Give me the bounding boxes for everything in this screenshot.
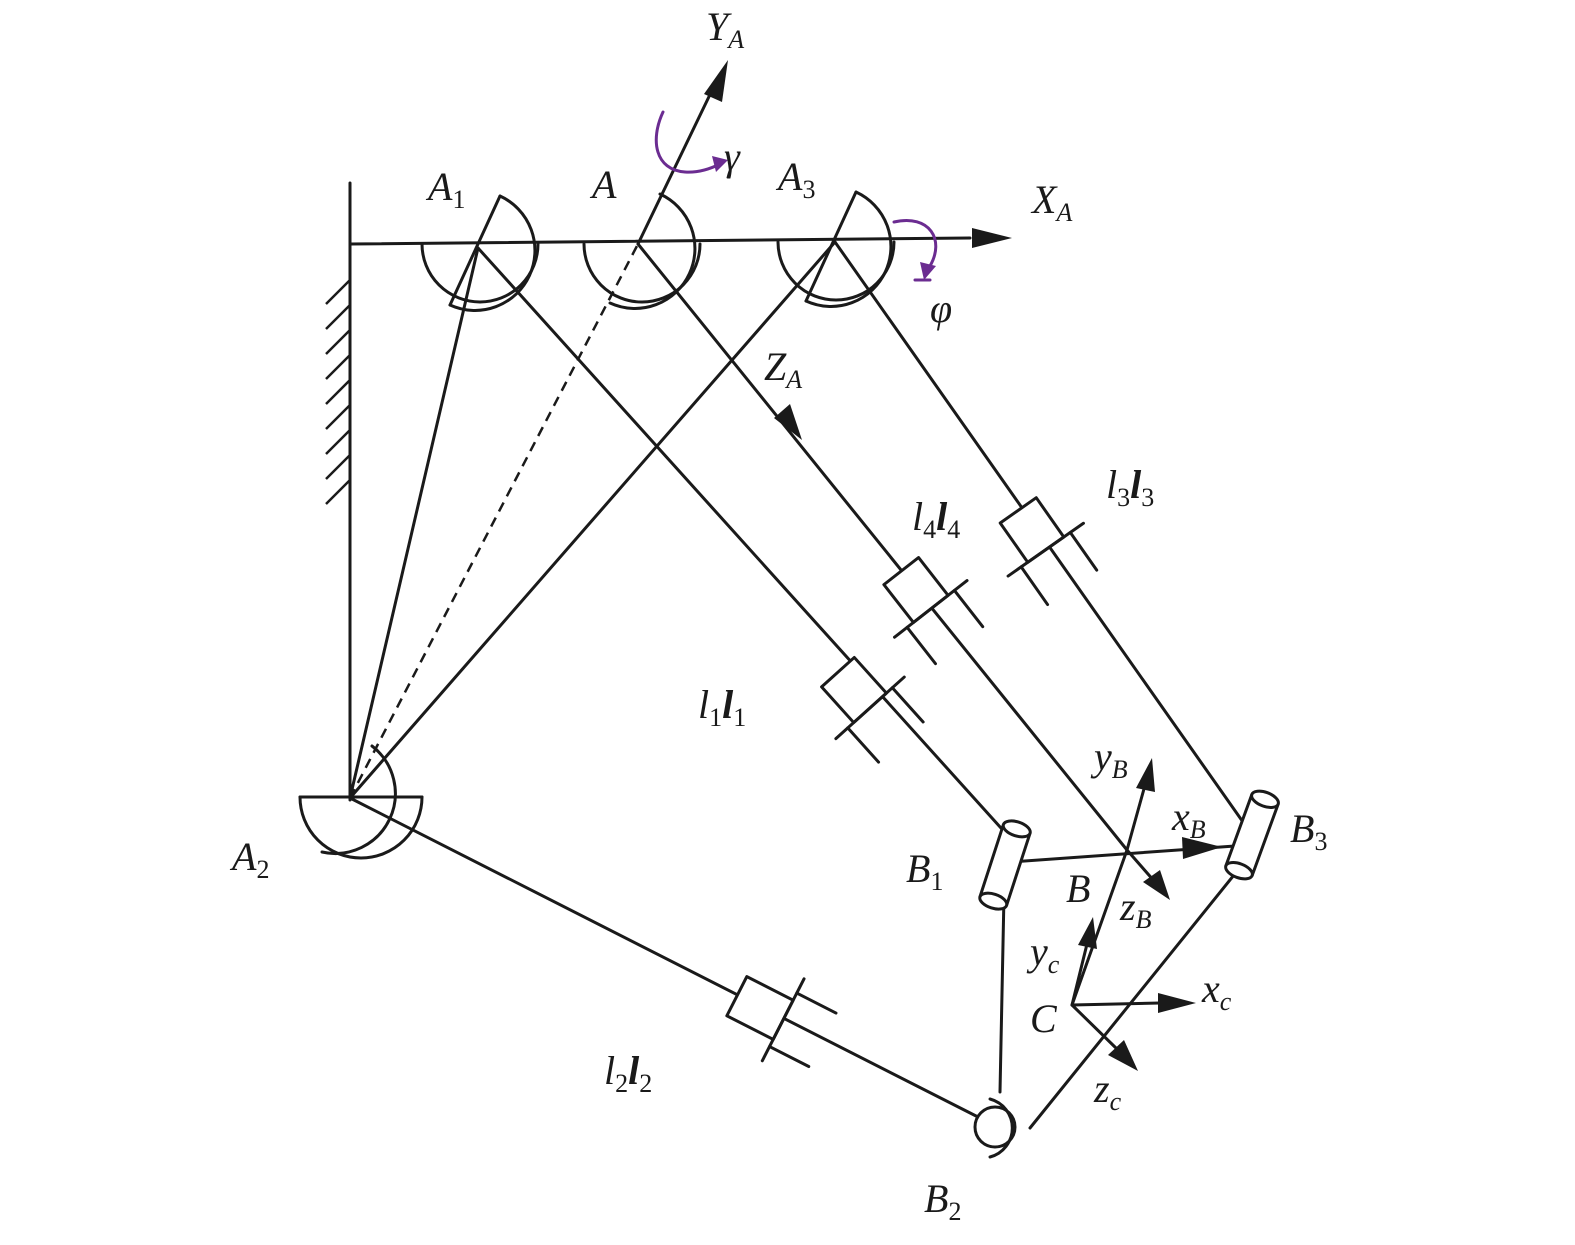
spherical-joint-A — [582, 192, 702, 310]
label-yB: yB — [1090, 734, 1128, 784]
actuator-leg-1 — [820, 655, 925, 764]
label-l2: l2l2 — [604, 1048, 652, 1098]
joint-B1 — [978, 819, 1032, 911]
label-A3: A3 — [775, 154, 815, 204]
actuator-leg-2 — [725, 975, 838, 1069]
label-ZA: ZA — [764, 344, 802, 394]
label-YA: YA — [706, 4, 744, 54]
wall-hatching — [325, 279, 351, 505]
labels: YA XA ZA γ φ A1 A A3 A2 l4l4 l3l3 l1l1 l… — [229, 4, 1327, 1226]
XA-axis — [972, 228, 1012, 248]
joint-B3 — [1224, 789, 1280, 881]
label-yc: yc — [1026, 929, 1060, 979]
joint-B2 — [973, 1097, 1017, 1159]
A2-A-dashed-line — [348, 243, 640, 799]
C-frame — [1070, 917, 1196, 1071]
label-B3: B3 — [1290, 806, 1327, 856]
label-xc: xc — [1201, 966, 1232, 1016]
label-B: B — [1066, 866, 1090, 911]
label-A1: A1 — [425, 164, 465, 214]
actuator-leg-3 — [998, 496, 1099, 607]
actuator-leg-4 — [882, 556, 985, 666]
label-phi: φ — [930, 286, 952, 331]
B-frame — [1070, 758, 1222, 1007]
label-A: A — [589, 162, 617, 207]
ZA-axis — [774, 404, 802, 440]
spherical-joint-A1 — [420, 194, 540, 312]
spherical-joint-A3 — [776, 190, 896, 308]
label-A2: A2 — [229, 834, 269, 884]
label-l1: l1l1 — [698, 682, 746, 732]
label-XA: XA — [1030, 177, 1072, 227]
gamma-rotation-arrow — [654, 110, 728, 174]
label-B2: B2 — [924, 1176, 961, 1226]
label-zB: zB — [1119, 884, 1152, 934]
spherical-joint-A2 — [298, 744, 424, 860]
phi-rotation-arrow — [892, 219, 938, 282]
fixed-frame — [325, 181, 972, 802]
label-l3: l3l3 — [1106, 462, 1154, 512]
label-l4: l4l4 — [912, 494, 960, 544]
links — [348, 240, 1252, 1130]
label-xB: xB — [1171, 794, 1206, 844]
label-C: C — [1030, 996, 1058, 1041]
YA-axis — [636, 60, 728, 246]
label-zc: zc — [1093, 1066, 1122, 1116]
label-B1: B1 — [906, 846, 943, 896]
label-gamma: γ — [724, 134, 741, 179]
